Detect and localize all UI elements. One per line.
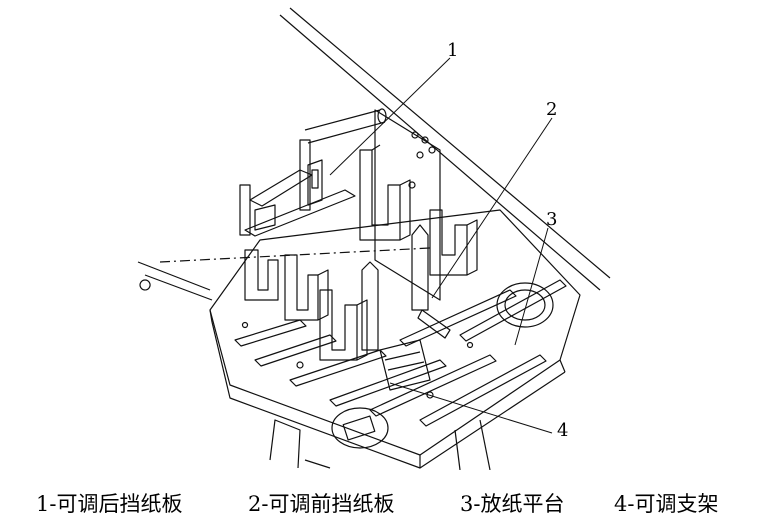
center-line: [160, 248, 430, 262]
rod: [305, 109, 386, 143]
legend-item-4: 4-可调支架: [614, 492, 719, 516]
paper-platform: [210, 210, 580, 468]
callout-1: 1: [447, 40, 459, 61]
callout-3: 3: [546, 209, 558, 230]
leader-lines: [330, 58, 552, 433]
frame-rails: [138, 8, 610, 300]
callout-2: 2: [546, 99, 558, 120]
front-paper-stop: [362, 225, 450, 350]
callout-4: 4: [557, 420, 569, 441]
legend-item-3: 3-放纸平台: [460, 492, 565, 516]
rear-paper-stop: [240, 140, 355, 236]
legend: 1-可调后挡纸板 2-可调前挡纸板 3-放纸平台 4-可调支架: [0, 488, 783, 524]
legend-item-1: 1-可调后挡纸板: [36, 492, 183, 516]
legend-item-2: 2-可调前挡纸板: [248, 492, 395, 516]
mechanism-drawing: [0, 0, 783, 470]
rear-panel: [375, 110, 440, 300]
u-forks: [245, 145, 477, 360]
adjustable-bracket: [270, 340, 490, 470]
